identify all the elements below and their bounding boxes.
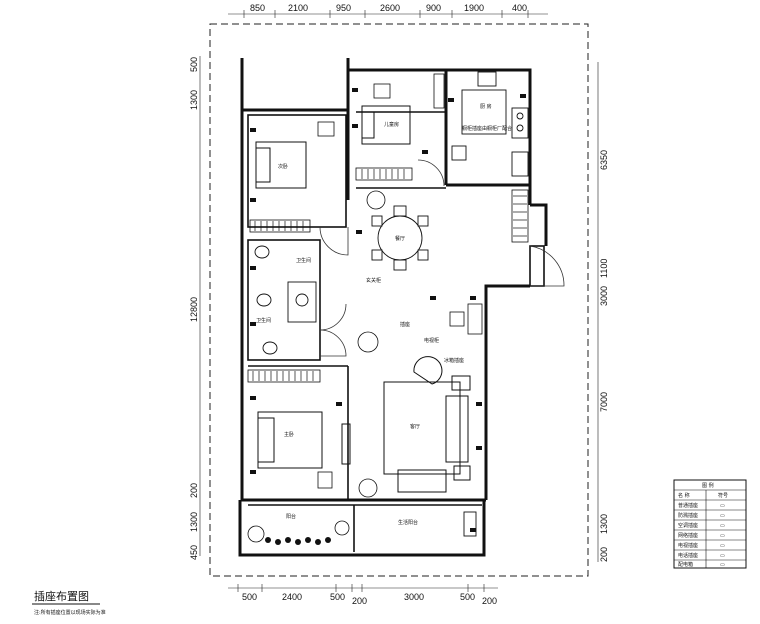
left-dim: 450 bbox=[189, 545, 199, 560]
legend-name: 配电箱 bbox=[678, 561, 693, 568]
bottom-dim: 2400 bbox=[282, 592, 302, 602]
wardrobe-hangers bbox=[252, 169, 527, 381]
legend-symbol: ▭ bbox=[720, 503, 725, 509]
bottom-dim: 500 bbox=[242, 592, 257, 602]
dimension-lines bbox=[199, 10, 599, 592]
kitchen-fixtures bbox=[451, 71, 529, 177]
top-dimensions: 850 2100 950 2600 900 1900 400 bbox=[250, 3, 527, 13]
room-label-balcony-b: 生活阳台 bbox=[398, 519, 418, 526]
living-furniture bbox=[341, 356, 471, 493]
doors bbox=[319, 159, 565, 357]
room-label-kitchen: 厨 房 bbox=[480, 103, 492, 110]
left-dim: 500 bbox=[189, 57, 199, 72]
kitchen-note: 橱柜插座由橱柜厂配合 bbox=[462, 125, 512, 132]
top-dim: 1900 bbox=[464, 3, 484, 13]
bottom-dim: 200 bbox=[482, 596, 497, 606]
left-dim: 1300 bbox=[189, 90, 199, 110]
note-label: 插座 bbox=[400, 321, 410, 328]
legend-symbol: ▭ bbox=[720, 513, 725, 519]
room-label-dining: 餐厅 bbox=[395, 235, 405, 242]
right-dim: 6350 bbox=[599, 150, 609, 170]
left-dim: 200 bbox=[189, 483, 199, 498]
top-dim: 400 bbox=[512, 3, 527, 13]
bottom-dim: 3000 bbox=[404, 592, 424, 602]
balcony-shrubs bbox=[265, 537, 331, 545]
right-dimensions: 6350 1100 3000 7000 1300 200 bbox=[599, 150, 609, 562]
desks-chairs bbox=[317, 83, 483, 489]
bottom-dim: 500 bbox=[460, 592, 475, 602]
title-block: 插座布置图 注:所有插座位置以现场实际为准 bbox=[32, 589, 106, 616]
right-dim: 7000 bbox=[599, 392, 609, 412]
left-dim: 12800 bbox=[189, 297, 199, 322]
bottom-dim: 500 bbox=[330, 592, 345, 602]
room-labels: 厨 房 橱柜插座由橱柜厂配合 儿童房 次卧 餐厅 卫生间 卫生间 主卧 客厅 阳… bbox=[256, 103, 512, 526]
bathroom-fixtures bbox=[254, 245, 477, 537]
room-label-bath-b: 卫生间 bbox=[256, 317, 271, 324]
walls bbox=[238, 58, 548, 557]
legend-symbol: ▭ bbox=[720, 562, 725, 568]
plants bbox=[247, 190, 386, 543]
top-dim: 850 bbox=[250, 3, 265, 13]
room-label-balcony-a: 阳台 bbox=[286, 513, 296, 520]
note-label: 电视柜 bbox=[424, 337, 439, 344]
top-dim: 2600 bbox=[380, 3, 400, 13]
legend-table: 图 例 名 称 符号 普通插座 ▭ 防溅插座 ▭ 空调插座 ▭ 网络插座 ▭ 电… bbox=[673, 479, 747, 569]
legend-symbol: ▭ bbox=[720, 533, 725, 539]
legend-symbol: ▭ bbox=[720, 543, 725, 549]
room-label-second-bedroom: 次卧 bbox=[278, 163, 288, 170]
note-label: 冰箱插座 bbox=[444, 357, 464, 364]
right-dim: 200 bbox=[599, 547, 609, 562]
note-label: 玄关柜 bbox=[366, 277, 381, 284]
interior-walls bbox=[247, 111, 545, 552]
bottom-dim: 200 bbox=[352, 596, 367, 606]
room-label-bath-a: 卫生间 bbox=[296, 257, 311, 264]
left-dimensions: 500 1300 12800 200 1300 450 bbox=[189, 57, 199, 560]
left-dim: 1300 bbox=[189, 512, 199, 532]
legend-name: 防溅插座 bbox=[678, 512, 698, 519]
legend-symbol: ▭ bbox=[720, 553, 725, 559]
dining-set bbox=[371, 205, 429, 271]
room-label-living: 客厅 bbox=[410, 423, 420, 430]
wardrobes bbox=[247, 73, 529, 383]
plot-boundary bbox=[209, 23, 589, 577]
legend-symbol: ▭ bbox=[720, 523, 725, 529]
drawing-title: 插座布置图 bbox=[34, 589, 89, 603]
legend-symbol: 符号 bbox=[718, 492, 728, 499]
room-label-child-bedroom: 儿童房 bbox=[384, 121, 399, 128]
top-dim: 950 bbox=[336, 3, 351, 13]
room-label-master-bedroom: 主卧 bbox=[284, 431, 294, 438]
right-dim: 1300 bbox=[599, 514, 609, 534]
beds bbox=[255, 105, 411, 469]
top-dim: 2100 bbox=[288, 3, 308, 13]
legend-name: 名 称 bbox=[678, 492, 690, 499]
drawing-subtitle: 注:所有插座位置以现场实际为准 bbox=[34, 609, 106, 616]
legend-name: 普通插座 bbox=[678, 502, 698, 509]
legend-name: 网络插座 bbox=[678, 532, 698, 539]
outlet-symbols bbox=[250, 88, 526, 532]
bottom-dimensions: 500 2400 500 200 3000 500 200 bbox=[242, 592, 497, 606]
legend-name: 电话插座 bbox=[678, 552, 698, 559]
legend-name: 电视插座 bbox=[678, 542, 698, 549]
legend-name: 空调插座 bbox=[678, 522, 698, 529]
right-dim: 1100 bbox=[599, 259, 609, 278]
legend-header: 图 例 bbox=[702, 482, 714, 489]
right-dim: 3000 bbox=[599, 286, 609, 306]
top-dim: 900 bbox=[426, 3, 441, 13]
